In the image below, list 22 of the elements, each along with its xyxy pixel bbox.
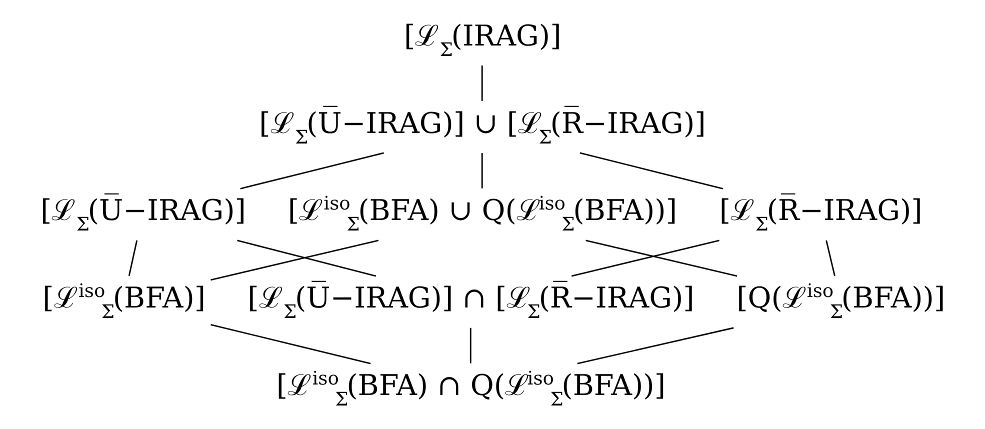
connector — [240, 152, 384, 190]
connector — [481, 152, 483, 188]
node-text: [ℒ$_{Σ}$(U̅−IRAG)] ∩ [ℒ$_{Σ}$(R̅−IRAG)] — [248, 280, 694, 324]
node-text: [ℒ$^{iso}$$_{Σ}$(BFA) ∪ Q(ℒ$^{iso}$$_{Σ}$(BFA))] — [288, 193, 678, 236]
connector — [571, 240, 720, 277]
node-text: [ℒ$^{iso}$$_{Σ}$(BFA)] — [42, 280, 206, 324]
connector — [210, 324, 371, 364]
connector — [826, 240, 836, 276]
connector — [586, 240, 738, 277]
node-text: [ℒ$_{Σ}$(IRAG)] — [404, 18, 562, 61]
node-text: [ℒ$_{Σ}$(U̅−IRAG)] ∪ [ℒ$_{Σ}$(R̅−IRAG)] — [259, 106, 706, 148]
node-text: [ℒ$^{iso}$$_{Σ}$(BFA) ∩ Q(ℒ$^{iso}$$_{Σ}$(BFA))] — [276, 368, 666, 411]
connector — [580, 152, 724, 190]
node-text: [ℒ$_{Σ}$(R̅−IRAG)] — [719, 193, 922, 236]
node-text: [ℒ$_{Σ}$(U̅−IRAG)] — [40, 193, 246, 236]
connector — [210, 240, 379, 281]
connector — [128, 240, 138, 276]
connector — [481, 65, 483, 101]
connector — [577, 327, 734, 364]
connector — [470, 328, 472, 364]
node-text: [Q(ℒ$^{iso}$$_{Σ}$(BFA))] — [736, 280, 946, 324]
connector — [237, 240, 376, 277]
